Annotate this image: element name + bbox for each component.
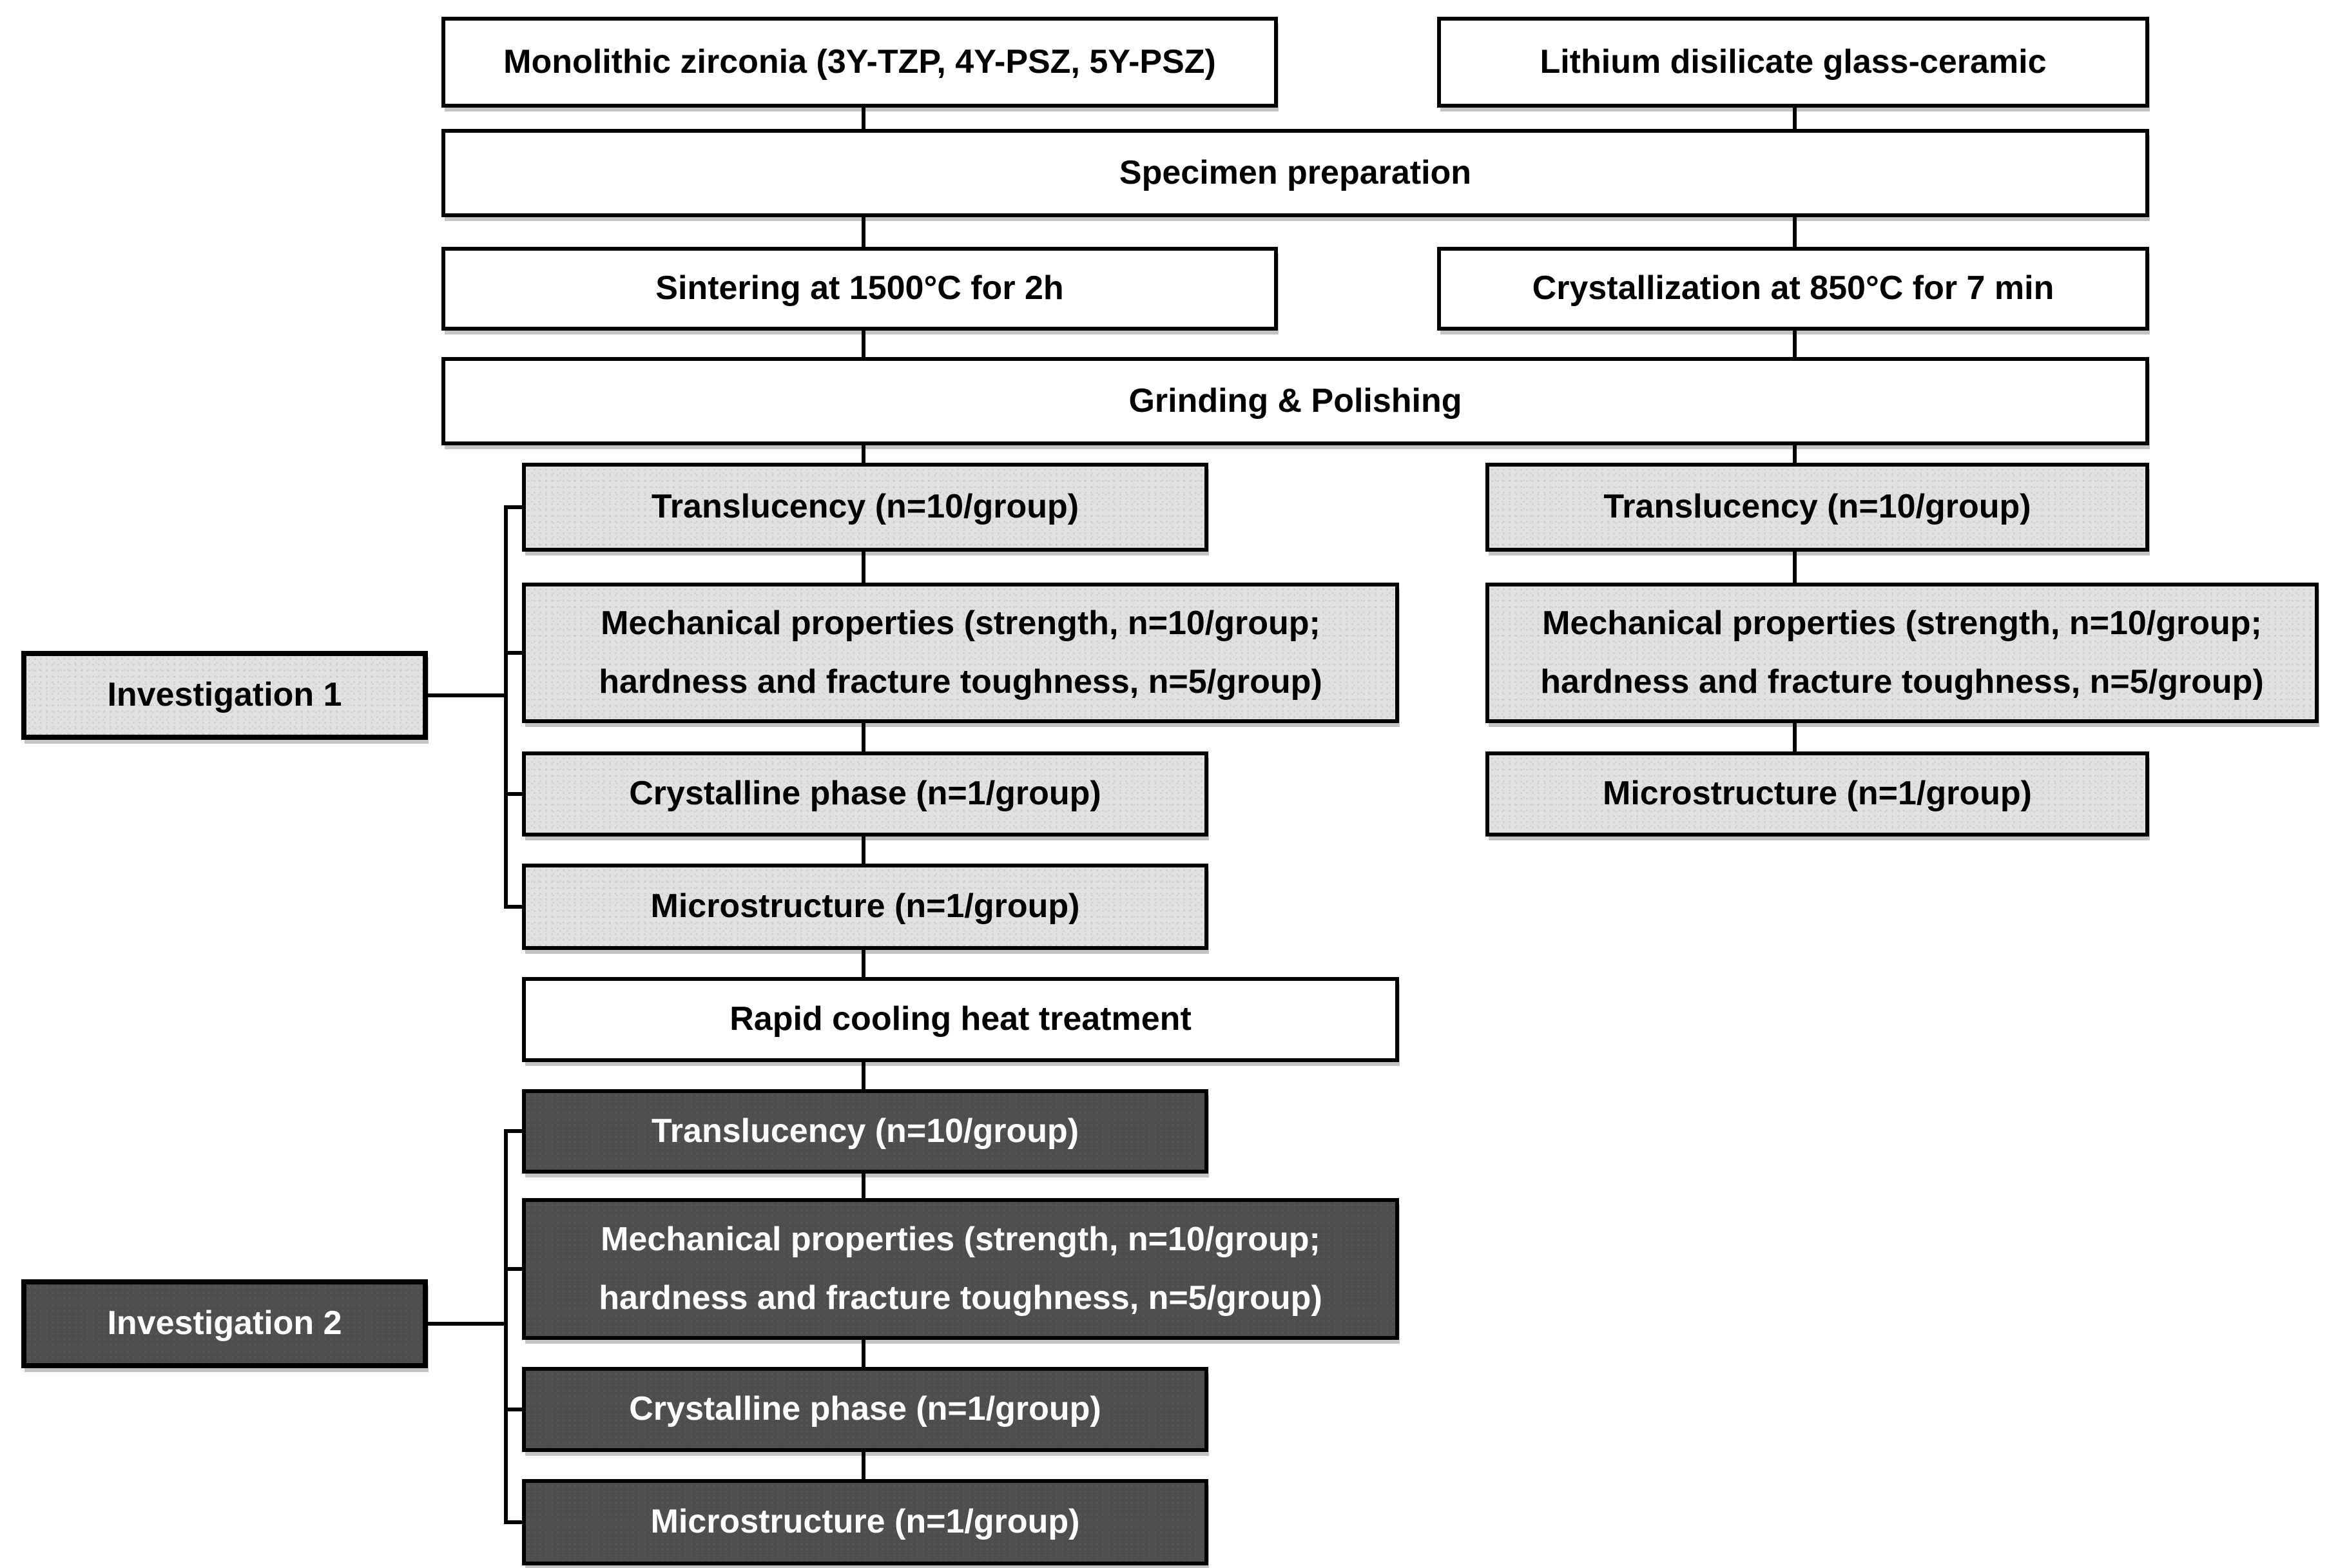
box-inv1-lithium-mechanical: Mechanical properties (strength, n=10/gr… [1485,583,2319,723]
bracket-line [504,505,508,909]
box-inv2-translucency: Translucency (n=10/group) [522,1089,1208,1174]
bracket-line [504,792,523,796]
bracket-line [504,1408,523,1411]
box-monolithic-zirconia: Monolithic zirconia (3Y-TZP, 4Y-PSZ, 5Y-… [441,17,1278,108]
connector-line [1793,550,1797,585]
box-investigation-1: Investigation 1 [21,651,428,740]
box-inv1-lithium-translucency: Translucency (n=10/group) [1485,463,2149,552]
box-inv1-lithium-microstructure: Microstructure (n=1/group) [1485,751,2149,837]
connector-line [862,1061,865,1091]
connector-line [862,329,865,359]
box-inv1-zirconia-microstructure: Microstructure (n=1/group) [522,864,1208,950]
bracket-line [504,905,523,909]
box-inv2-mechanical: Mechanical properties (strength, n=10/gr… [522,1198,1399,1340]
connector-line [862,1339,865,1369]
connector-line [862,444,865,465]
connector-line [862,216,865,248]
box-inv1-zirconia-mechanical: Mechanical properties (strength, n=10/gr… [522,583,1399,723]
bracket-line [427,1322,508,1326]
bracket-line [427,693,508,697]
box-rapid-cooling: Rapid cooling heat treatment [522,977,1399,1062]
connector-line [862,106,865,131]
bracket-line [504,1520,523,1524]
bracket-line [504,1267,523,1271]
bracket-line [504,651,523,655]
box-inv2-microstructure: Microstructure (n=1/group) [522,1479,1208,1565]
connector-line [862,835,865,866]
bracket-line [504,1129,508,1524]
bracket-line [504,1129,523,1133]
connector-line [1793,216,1797,248]
connector-line [1793,722,1797,753]
box-grinding-polishing: Grinding & Polishing [441,357,2149,445]
connector-line [1793,444,1797,465]
box-inv1-zirconia-crystalline-phase: Crystalline phase (n=1/group) [522,751,1208,837]
box-sintering: Sintering at 1500°C for 2h [441,247,1278,331]
box-investigation-2: Investigation 2 [21,1279,428,1368]
box-inv2-crystalline-phase: Crystalline phase (n=1/group) [522,1367,1208,1452]
connector-line [862,1451,865,1481]
connector-line [862,949,865,979]
box-lithium-disilicate: Lithium disilicate glass-ceramic [1437,17,2149,108]
bracket-line [504,505,523,509]
box-crystallization: Crystallization at 850°C for 7 min [1437,247,2149,331]
connector-line [1793,106,1797,131]
connector-line [862,1172,865,1200]
box-inv1-zirconia-translucency: Translucency (n=10/group) [522,463,1208,552]
box-specimen-preparation: Specimen preparation [441,129,2149,217]
connector-line [862,722,865,753]
connector-line [1793,329,1797,359]
connector-line [862,550,865,585]
